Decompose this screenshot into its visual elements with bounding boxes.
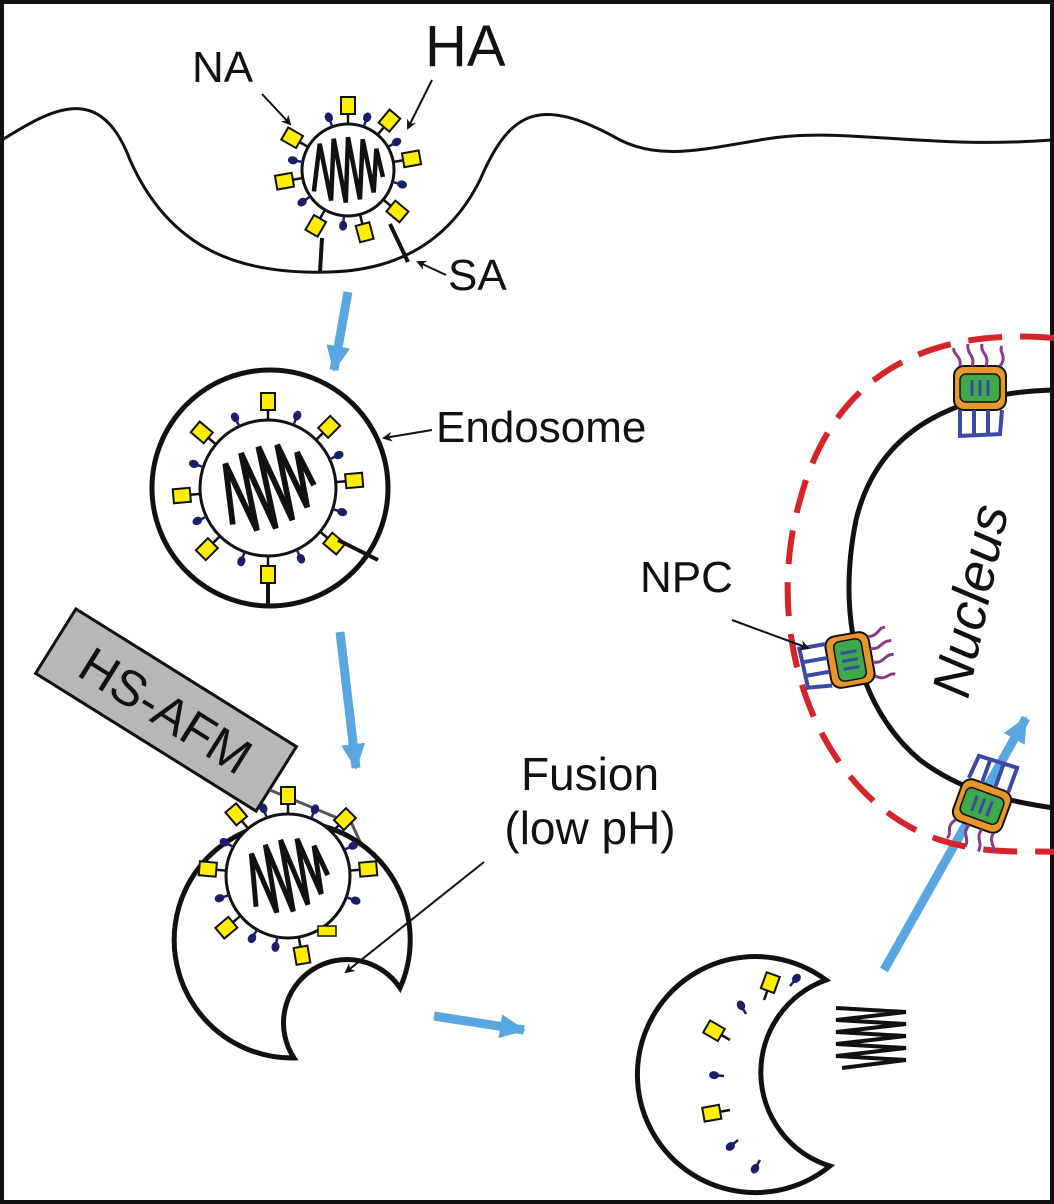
ha-pointer xyxy=(407,79,433,130)
flow-arrow-endocytosis xyxy=(326,291,353,372)
label-na: NA xyxy=(192,43,254,92)
post-fusion-endosome xyxy=(634,954,836,1196)
flow-arrow-acidification xyxy=(335,631,366,770)
npc-pointer xyxy=(731,619,810,650)
virion-attached xyxy=(273,95,423,273)
na-pointer xyxy=(261,93,292,126)
label-npc: NPC xyxy=(640,553,733,602)
label-ha: HA xyxy=(425,14,506,79)
flow-arrow-release xyxy=(433,1011,526,1039)
fusing-endosome xyxy=(171,785,413,1061)
npc-left xyxy=(796,624,900,696)
label-sa: SA xyxy=(448,251,507,300)
label-low-ph: (low pH) xyxy=(504,802,675,854)
endosome-pointer xyxy=(382,429,433,442)
released-rnp xyxy=(835,1006,907,1070)
endosome xyxy=(149,367,391,609)
label-fusion: Fusion xyxy=(521,748,659,800)
sa-pointer xyxy=(416,260,447,276)
plasma-membrane xyxy=(1,107,1053,274)
nuclear-envelope-outer xyxy=(784,333,1054,855)
fusion-pointer xyxy=(344,861,485,974)
label-nucleus: Nucleus xyxy=(921,499,1020,702)
npc-top xyxy=(951,342,1008,438)
label-endosome: Endosome xyxy=(436,403,646,452)
